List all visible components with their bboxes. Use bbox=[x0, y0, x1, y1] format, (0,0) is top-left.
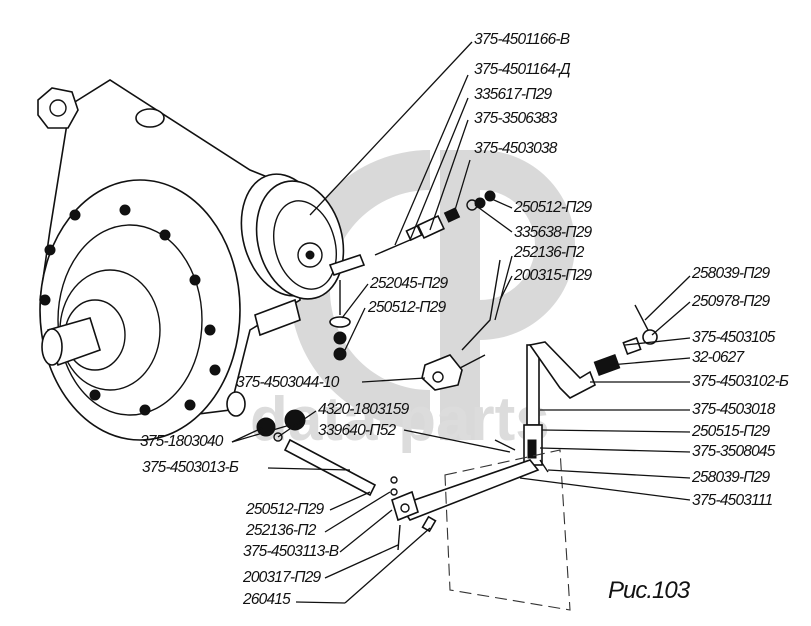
part-label: 375-4503102-Б bbox=[692, 373, 789, 390]
labels-top-right: 375-4501166-В 375-4501164-Д 335617-П29 3… bbox=[474, 31, 572, 157]
leader-lines bbox=[231, 41, 691, 604]
part-label: 375-4503013-Б bbox=[142, 459, 239, 476]
labels-mid-upper: 250512-П29 335638-П29 252136-П2 200315-П… bbox=[513, 199, 593, 284]
part-label: 4320-1803159 bbox=[318, 401, 410, 418]
part-label: 32-0627 bbox=[692, 349, 745, 366]
adjuster-parts-drawing bbox=[328, 190, 496, 361]
part-label: 335638-П29 bbox=[514, 224, 593, 241]
part-label: 258039-П29 bbox=[691, 265, 771, 282]
part-label: 375-4501164-Д bbox=[474, 61, 571, 78]
part-label: 375-1803040 bbox=[140, 433, 224, 450]
part-label: 252136-П2 bbox=[513, 244, 585, 261]
part-label: 375-4501166-В bbox=[474, 31, 570, 48]
part-label: 339640-П52 bbox=[318, 422, 397, 439]
transmission-housing-drawing bbox=[37, 79, 301, 441]
part-label: 260415 bbox=[242, 591, 291, 608]
part-label: 375-3506383 bbox=[474, 110, 558, 127]
part-label: 375-4503018 bbox=[692, 401, 776, 418]
part-label: 252136-П2 bbox=[245, 522, 317, 539]
part-label: 335617-П29 bbox=[474, 86, 553, 103]
part-label: 375-4503105 bbox=[692, 329, 776, 346]
part-label: 375-4503038 bbox=[474, 140, 558, 157]
part-label: 375-4503044-10 bbox=[236, 374, 340, 391]
part-label: 375-3508045 bbox=[692, 443, 776, 460]
part-label: 258039-П29 bbox=[691, 469, 771, 486]
part-label: 375-4503113-В bbox=[243, 543, 339, 560]
part-label: 250512-П29 bbox=[367, 299, 447, 316]
lever-linkage-drawing bbox=[256, 259, 658, 611]
brake-drum-drawing bbox=[240, 173, 345, 300]
part-label: 250515-П29 bbox=[691, 423, 771, 440]
part-label: 250512-П29 bbox=[245, 501, 325, 518]
labels-under-drum: 252045-П29 250512-П29 bbox=[367, 275, 449, 316]
labels-center-left: 375-4503044-10 4320-1803159 339640-П52 bbox=[236, 374, 410, 439]
figure-caption: Рис.103 bbox=[608, 577, 691, 604]
part-label: 250512-П29 bbox=[513, 199, 593, 216]
part-label: 250978-П29 bbox=[691, 293, 771, 310]
labels-left-lower: 375-1803040 375-4503013-Б bbox=[140, 433, 240, 476]
part-label: 200315-П29 bbox=[513, 267, 593, 284]
labels-bottom-left: 250512-П29 252136-П2 375-4503113-В 20031… bbox=[242, 501, 340, 608]
part-label: 200317-П29 bbox=[242, 569, 322, 586]
part-label: 252045-П29 bbox=[369, 275, 449, 292]
labels-right-column: 258039-П29 250978-П29 375-4503105 32-062… bbox=[691, 265, 790, 509]
part-label: 375-4503111 bbox=[692, 492, 772, 509]
